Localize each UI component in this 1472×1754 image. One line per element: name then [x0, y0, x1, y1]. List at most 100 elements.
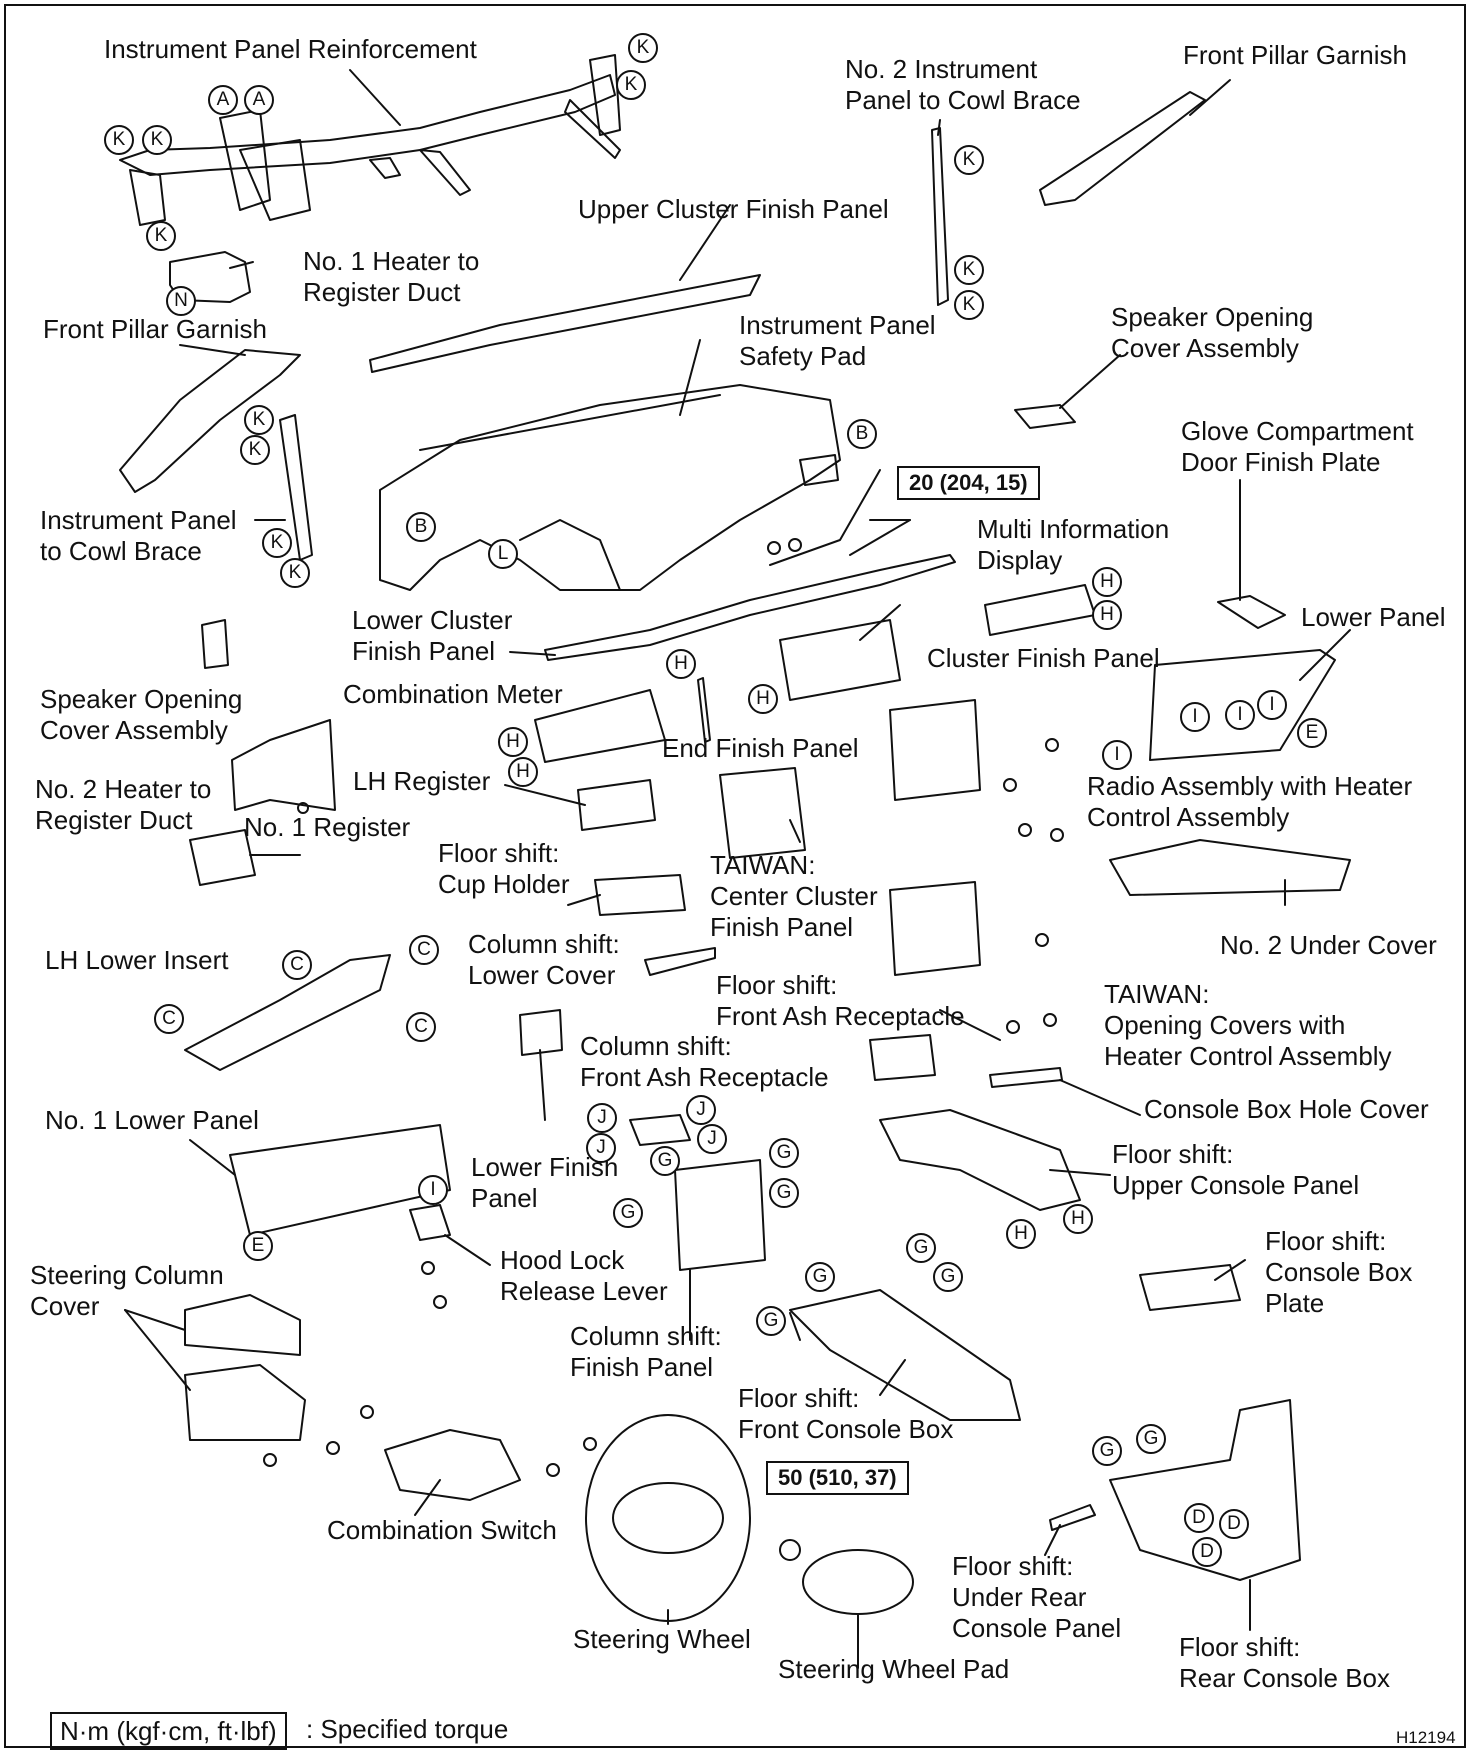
label-floor-upper-console: Floor shift: Upper Console Panel [1112, 1139, 1360, 1200]
callout-a: A [208, 85, 238, 115]
callout-b: B [847, 419, 877, 449]
rear-console-box-drawing [1109, 1399, 1301, 1581]
center-cluster-panel-drawing [719, 767, 806, 859]
label-taiwan-opening-covers: TAIWAN: Opening Covers with Heater Contr… [1104, 979, 1392, 1071]
front-pillar-garnish-left-drawing [119, 349, 301, 493]
label-no2-heater-duct: No. 2 Heater to Register Duct [35, 774, 212, 835]
end-finish-panel-drawing [697, 677, 711, 743]
callout-g: G [756, 1306, 786, 1336]
callout-g: G [1136, 1424, 1166, 1454]
callout-k: K [146, 221, 176, 251]
figure-id: H12194 [1396, 1728, 1456, 1747]
callout-k: K [954, 290, 984, 320]
label-upper-cluster-finish-panel: Upper Cluster Finish Panel [578, 194, 889, 224]
callout-e: E [243, 1231, 273, 1261]
callout-n: N [166, 286, 196, 316]
multi-info-display-drawing [779, 619, 901, 701]
no1-heater-duct-drawing [169, 251, 251, 303]
callout-k: K [616, 70, 646, 100]
label-floor-rear-console: Floor shift: Rear Console Box [1179, 1632, 1390, 1693]
floor-ash-receptacle-drawing [869, 1034, 936, 1081]
label-floor-front-ash: Floor shift: Front Ash Receptacle [716, 970, 965, 1031]
label-end-finish-panel: End Finish Panel [662, 733, 859, 763]
label-combination-switch: Combination Switch [327, 1515, 557, 1545]
callout-h: H [498, 727, 528, 757]
combination-meter-drawing [534, 689, 666, 763]
label-floor-front-console: Floor shift: Front Console Box [738, 1383, 954, 1444]
callout-c: C [406, 1012, 436, 1042]
callout-i: I [418, 1175, 448, 1205]
label-combination-meter: Combination Meter [343, 679, 563, 709]
label-lh-lower-insert: LH Lower Insert [45, 945, 229, 975]
callout-k: K [262, 528, 292, 558]
label-no1-register: No. 1 Register [244, 812, 411, 842]
label-floor-cup-holder: Floor shift: Cup Holder [438, 838, 570, 899]
callout-h: H [508, 757, 538, 787]
opening-covers-drawing [889, 881, 981, 976]
column-ash-receptacle-drawing [629, 1114, 691, 1146]
no2-under-cover-drawing [1109, 839, 1351, 896]
no2-cowl-brace-drawing [931, 127, 949, 306]
callout-j: J [586, 1133, 616, 1163]
console-box-plate-drawing [1139, 1264, 1241, 1311]
callout-j: J [587, 1103, 617, 1133]
callout-g: G [613, 1198, 643, 1228]
label-steering-column-cover: Steering Column Cover [30, 1260, 224, 1321]
label-lower-panel: Lower Panel [1301, 602, 1446, 632]
label-column-lower-cover: Column shift: Lower Cover [468, 929, 620, 990]
label-column-front-ash: Column shift: Front Ash Receptacle [580, 1031, 829, 1092]
callout-e: E [1297, 718, 1327, 748]
glove-plate-drawing [1217, 595, 1286, 629]
legend-text: : Specified torque [306, 1714, 509, 1744]
callout-i: I [1102, 740, 1132, 770]
upper-cluster-finish-panel-drawing [369, 274, 761, 373]
lh-lower-insert-drawing [184, 954, 391, 1071]
callout-g: G [933, 1262, 963, 1292]
callout-i: I [1257, 690, 1287, 720]
hood-lock-lever-drawing [409, 1204, 451, 1241]
torque-spec-1: 20 (204, 15) [897, 466, 1040, 500]
callout-d: D [1184, 1503, 1214, 1533]
label-speaker-cover-right: Speaker Opening Cover Assembly [1111, 302, 1314, 363]
label-lh-register: LH Register [353, 766, 491, 796]
lh-register-drawing [577, 779, 656, 831]
callout-c: C [282, 950, 312, 980]
callout-k: K [954, 145, 984, 175]
under-rear-console-drawing [1049, 1504, 1096, 1531]
callout-j: J [686, 1095, 716, 1125]
label-radio-assembly: Radio Assembly with Heater Control Assem… [1087, 771, 1413, 832]
callout-k: K [954, 255, 984, 285]
callout-k: K [142, 125, 172, 155]
callout-k: K [628, 33, 658, 63]
cluster-finish-panel-drawing [984, 584, 1096, 636]
steering-wheel-drawing [585, 1414, 751, 1622]
lower-panel-drawing [1149, 649, 1336, 761]
label-no2-cowl-brace: No. 2 Instrument Panel to Cowl Brace [845, 54, 1081, 115]
label-no1-heater-duct: No. 1 Heater to Register Duct [303, 246, 480, 307]
label-column-finish-panel: Column shift: Finish Panel [570, 1321, 722, 1382]
callout-i: I [1225, 700, 1255, 730]
callout-h: H [1063, 1204, 1093, 1234]
instrument-panel-safety-pad-drawing [379, 384, 841, 591]
label-steering-wheel: Steering Wheel [573, 1624, 751, 1654]
callout-h: H [1092, 567, 1122, 597]
callout-g: G [1092, 1436, 1122, 1466]
label-floor-console-plate: Floor shift: Console Box Plate [1265, 1226, 1413, 1318]
callout-b: B [406, 512, 436, 542]
label-front-pillar-garnish-left: Front Pillar Garnish [43, 314, 267, 344]
label-multi-info-display: Multi Information Display [977, 514, 1170, 575]
label-lower-cluster-finish-panel: Lower Cluster Finish Panel [352, 605, 513, 666]
callout-j: J [697, 1124, 727, 1154]
legend-torque-unit: N·m (kgf·cm, ft·lbf) [50, 1712, 287, 1750]
label-floor-under-rear-console: Floor shift: Under Rear Console Panel [952, 1551, 1122, 1643]
front-console-box-drawing [789, 1289, 1021, 1421]
callout-d: D [1219, 1509, 1249, 1539]
column-finish-panel-drawing [674, 1159, 766, 1271]
callout-h: H [666, 649, 696, 679]
lower-cluster-finish-panel-drawing [544, 554, 956, 661]
callout-k: K [280, 558, 310, 588]
label-ip-safety-pad: Instrument Panel Safety Pad [739, 310, 936, 371]
steering-wheel-pad-drawing [802, 1549, 914, 1615]
label-ip-cowl-brace: Instrument Panel to Cowl Brace [40, 505, 237, 566]
